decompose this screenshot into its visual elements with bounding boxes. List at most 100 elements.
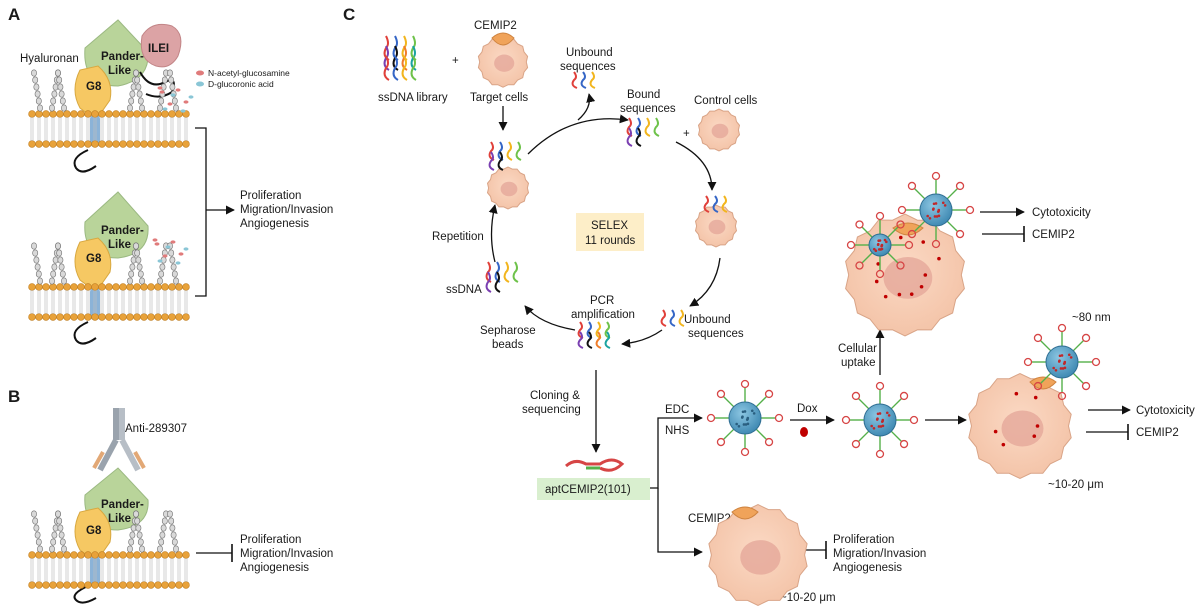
pcr-label-2: amplification [571,309,635,321]
aptamer-nanoparticle [706,379,784,457]
sepharose-label-1: Sepharose [480,325,536,337]
plus-sign-2: + [683,128,690,140]
membrane-b [28,551,190,589]
transmembrane-helix-top [90,115,100,147]
ssdna-library-label: ssDNA library [378,92,448,104]
receptor-top: Pander- Like G8 [73,19,149,173]
membrane-a-top [28,110,190,148]
unbound-strands-right [660,309,685,327]
cloning-label-1: Cloning & [530,390,580,402]
aptamer-box [537,478,650,500]
hyaluronan-chains-top [31,69,179,112]
aptamer-label: aptCEMIP2(101) [545,484,631,496]
selex-label-1: SELEX [591,220,628,232]
cycle-arrow-bottom-left [524,305,576,331]
antibody: Anti-289307 [92,408,187,472]
panel-c-outcome-3: Angiogenesis [833,562,902,574]
cytoplasmic-tail-top [73,149,97,173]
cytoplasmic-tail-middle [73,321,97,345]
hyaluronan-fragments-middle [152,238,189,265]
g8-domain-top [74,65,112,121]
panel-a-label: A [8,5,20,24]
cytotoxicity-label-1: Cytotoxicity [1032,207,1091,219]
control-cells-label: Control cells [694,95,758,107]
illustrations [28,32,1101,606]
receptor-middle: Pander- Like G8 [73,191,149,345]
panel-c-outcome-1: Proliferation [833,534,894,546]
nag-legend-marker [196,70,204,76]
pander-like-label-bottom-1: Pander- [101,499,144,511]
legend-nag: N-acetyl-glucosamine [208,68,290,78]
repetition-label: Repetition [432,231,484,243]
panel-b-outcome-1: Proliferation [240,534,301,546]
ssdna-label: ssDNA [446,284,482,296]
cemip2-bottom-label: CEMIP2 [688,513,731,525]
panel-c-label: C [343,5,355,24]
hyaluronan-chains-bottom [31,510,179,553]
cemip2-cell-bottom [708,504,808,606]
selex-label-2: 11 rounds [585,235,636,247]
panel-c-outcome-2: Migration/Invasion [833,548,926,560]
legend: N-acetyl-glucosamine D-glucoronic acid [196,68,290,89]
internalized-nanoparticle [846,211,914,279]
cycle-arrow-bottom [621,329,663,348]
cycle-arrow-right-lower [689,257,721,307]
cemip2-inhibit-label-1: CEMIP2 [1032,229,1075,241]
nanoparticle-right [1023,323,1101,401]
edc-label: EDC [665,404,689,416]
cytoplasmic-tail-bottom [73,585,97,604]
cycle-arrow-top [527,114,629,155]
cellular-uptake-label-2: uptake [841,357,876,369]
unbound-strands-top [571,71,596,89]
target-cells-label: Target cells [470,92,528,104]
g8-domain-middle [74,237,112,293]
panel-a-bracket [195,127,207,297]
g8-label-top: G8 [86,81,102,93]
cemip2-protein-top [491,32,515,46]
panel-b-outcome-3: Angiogenesis [240,562,309,574]
strands-right-cell [703,195,728,213]
nanoparticle-uptake [897,171,975,249]
cloning-label-2: sequencing [522,404,581,416]
target-cell-right [694,204,738,248]
pcr-strands [577,321,611,349]
panel-a-outcome-1: Proliferation [240,190,301,202]
size-um-label-2: ~10-20 μm [780,592,836,604]
membrane-a-middle [28,283,190,321]
pander-like-label-middle-1: Pander- [101,225,144,237]
panel-b-label: B [8,387,20,406]
ssdna-strands [485,261,519,293]
hyaluronan-chains-middle [31,242,179,285]
glca-legend-marker [196,81,204,87]
cycle-arrow-right-upper [675,141,717,191]
drug-loaded-nanoparticle [841,381,919,459]
cytotoxicity-label-2: Cytotoxicity [1136,405,1195,417]
hyaluronan-label: Hyaluronan [20,53,79,65]
unbound-right-label-1: Unbound [684,314,731,326]
strands-on-cell [488,141,522,171]
pander-like-label-top-2: Like [108,65,131,77]
selex-box [576,213,644,251]
control-cell [697,108,741,152]
ilei-protein: ILEI [139,23,182,98]
cellular-uptake-label-1: Cellular [838,343,877,355]
cemip2-inhibit-label-2: CEMIP2 [1136,427,1179,439]
cemip2-protein-bottom [731,506,759,520]
unbound-top-label-2: sequences [560,61,616,73]
g8-label-bottom: G8 [86,525,102,537]
target-cell-top [477,36,529,88]
pcr-label-1: PCR [590,295,614,307]
sepharose-label-2: beads [492,339,524,351]
library-strands [383,35,417,81]
aptamer-structure [565,458,625,472]
transmembrane-helix-bottom [90,556,100,586]
unbound-top-label-1: Unbound [566,47,613,59]
hyaluronan-fragments-top [157,86,194,113]
arrow-to-unbound-top [577,93,596,121]
doxorubicin-drop [800,427,808,437]
bound-target-cell [486,166,530,210]
pander-like-label-middle-2: Like [108,239,131,251]
dox-label: Dox [797,403,818,415]
cemip2-protein-right [1029,376,1057,390]
